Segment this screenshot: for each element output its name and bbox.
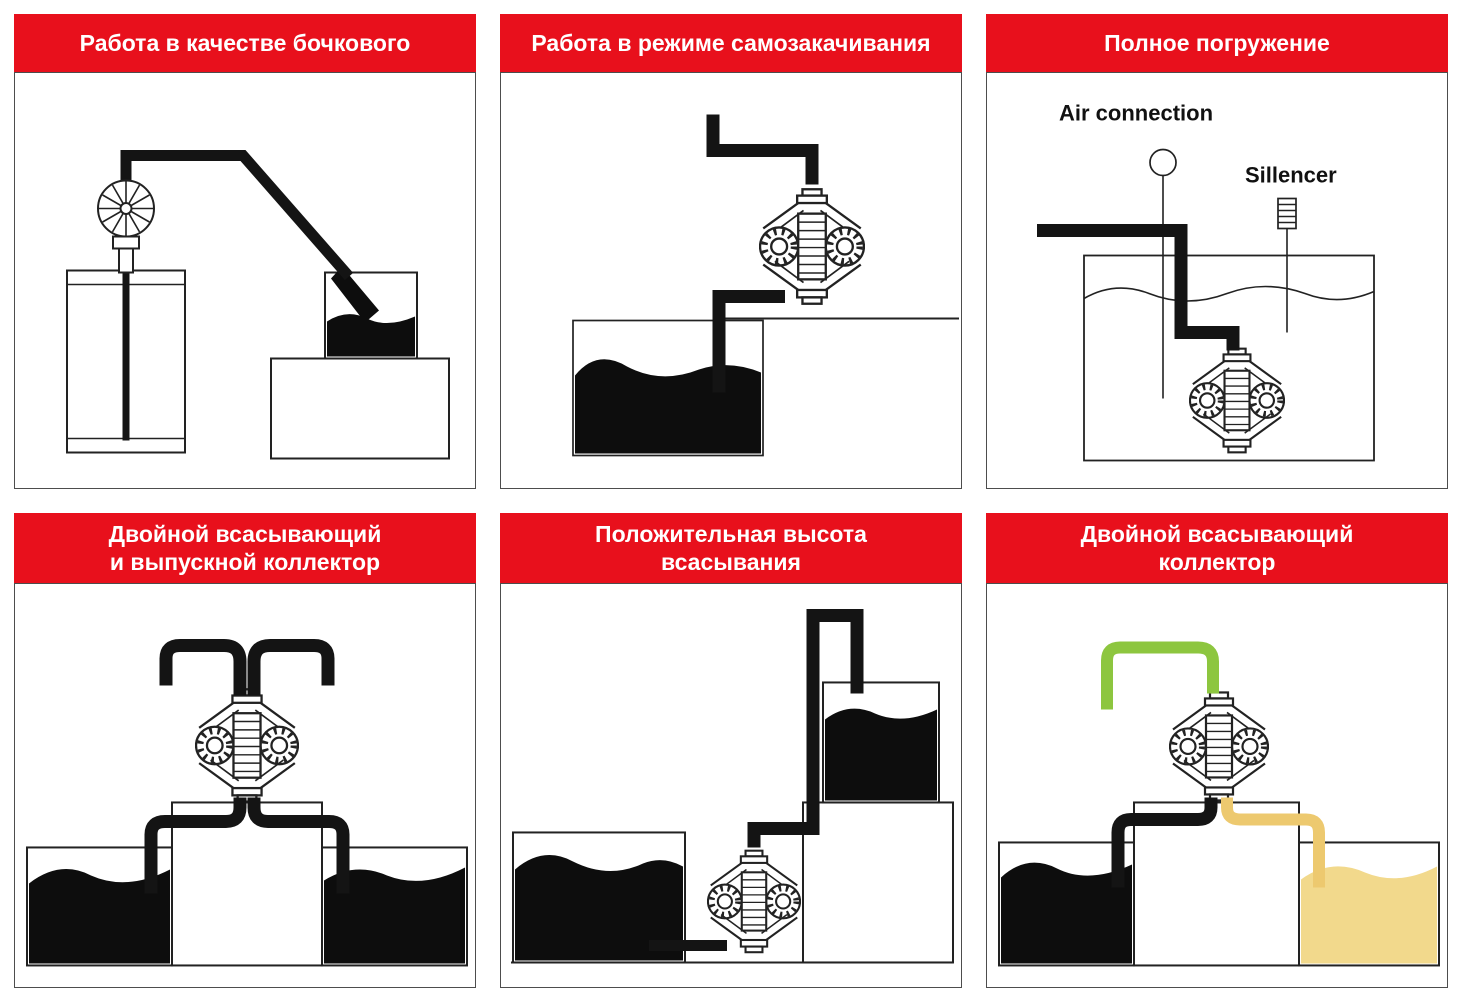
panel-title: Работа в качестве бочкового [14, 14, 476, 72]
suction-pipe-right [247, 797, 350, 894]
discharge-pipe-right [247, 639, 335, 696]
silencer-label: Sillencer [1245, 163, 1337, 188]
panel-dual-suction-manifold: Двойной всасывающий коллектор [986, 513, 1448, 988]
discharge-pipe [706, 114, 819, 185]
left-liquid [515, 855, 683, 961]
discharge-pipe-left [159, 639, 247, 696]
tank [1083, 254, 1375, 462]
black-suction-pipe [1111, 797, 1218, 888]
panel-barrel-operation: Работа в качестве бочкового [14, 14, 476, 489]
panel-self-priming: Работа в режиме самозакачивания [500, 14, 962, 489]
discharge-pipe [747, 609, 864, 848]
pump [196, 689, 298, 801]
discharge-pipe [120, 150, 354, 281]
suction-pipe-left [144, 797, 247, 894]
pedestal [802, 801, 954, 964]
pump-mount [112, 235, 140, 274]
panel-title: Двойной всасывающий коллектор [986, 513, 1448, 584]
panel-body [986, 583, 1448, 988]
support-block [270, 357, 450, 460]
panel-body [14, 72, 476, 489]
panel-dual-suction-discharge-manifold: Двойной всасывающий и выпускной коллекто… [14, 513, 476, 988]
silencer-icon [1277, 197, 1297, 333]
panel-title: Полное погружение [986, 14, 1448, 72]
green-discharge-pipe [1101, 641, 1219, 710]
elevated-liquid [825, 708, 937, 801]
diagram-dual-manifolds [26, 639, 468, 967]
pour-stream [331, 266, 379, 323]
drum-pump [97, 179, 155, 238]
diagram-barrel-operation [66, 150, 450, 460]
panel-body [500, 72, 962, 489]
suction-pipe [712, 290, 785, 393]
right-liquid [324, 867, 465, 964]
panel-full-submersion: Полное погружение Air connection Sillenc… [986, 14, 1448, 489]
panel-body [500, 583, 962, 988]
left-liquid [29, 869, 170, 964]
air-connection-port [1149, 148, 1177, 177]
pedestal [1133, 801, 1300, 967]
pump [708, 851, 800, 953]
pump [1170, 693, 1268, 801]
left-liquid [1001, 862, 1132, 964]
right-liquid [1301, 866, 1437, 964]
pump [1190, 349, 1284, 453]
yellow-suction-pipe [1221, 797, 1325, 888]
container-liquid [327, 314, 415, 357]
diagram-self-priming [572, 114, 959, 457]
diagram-positive-suction [511, 609, 954, 964]
panel-positive-suction-head: Положительная высота всасывания [500, 513, 962, 988]
panel-title: Работа в режиме самозакачивания [500, 14, 962, 72]
panel-body [14, 583, 476, 988]
diagram-dual-suction [998, 641, 1440, 967]
panel-title: Двойной всасывающий и выпускной коллекто… [14, 513, 476, 584]
pedestal [171, 801, 323, 967]
air-connection-label: Air connection [1059, 101, 1213, 126]
panel-title: Положительная высота всасывания [500, 513, 962, 584]
water-line [1083, 285, 1375, 302]
air-supply-pipe [1037, 224, 1240, 351]
panel-body: Air connection Sillencer [986, 72, 1448, 489]
pump [760, 189, 864, 303]
diagram-full-submersion: Air connection Sillencer [1037, 101, 1375, 462]
